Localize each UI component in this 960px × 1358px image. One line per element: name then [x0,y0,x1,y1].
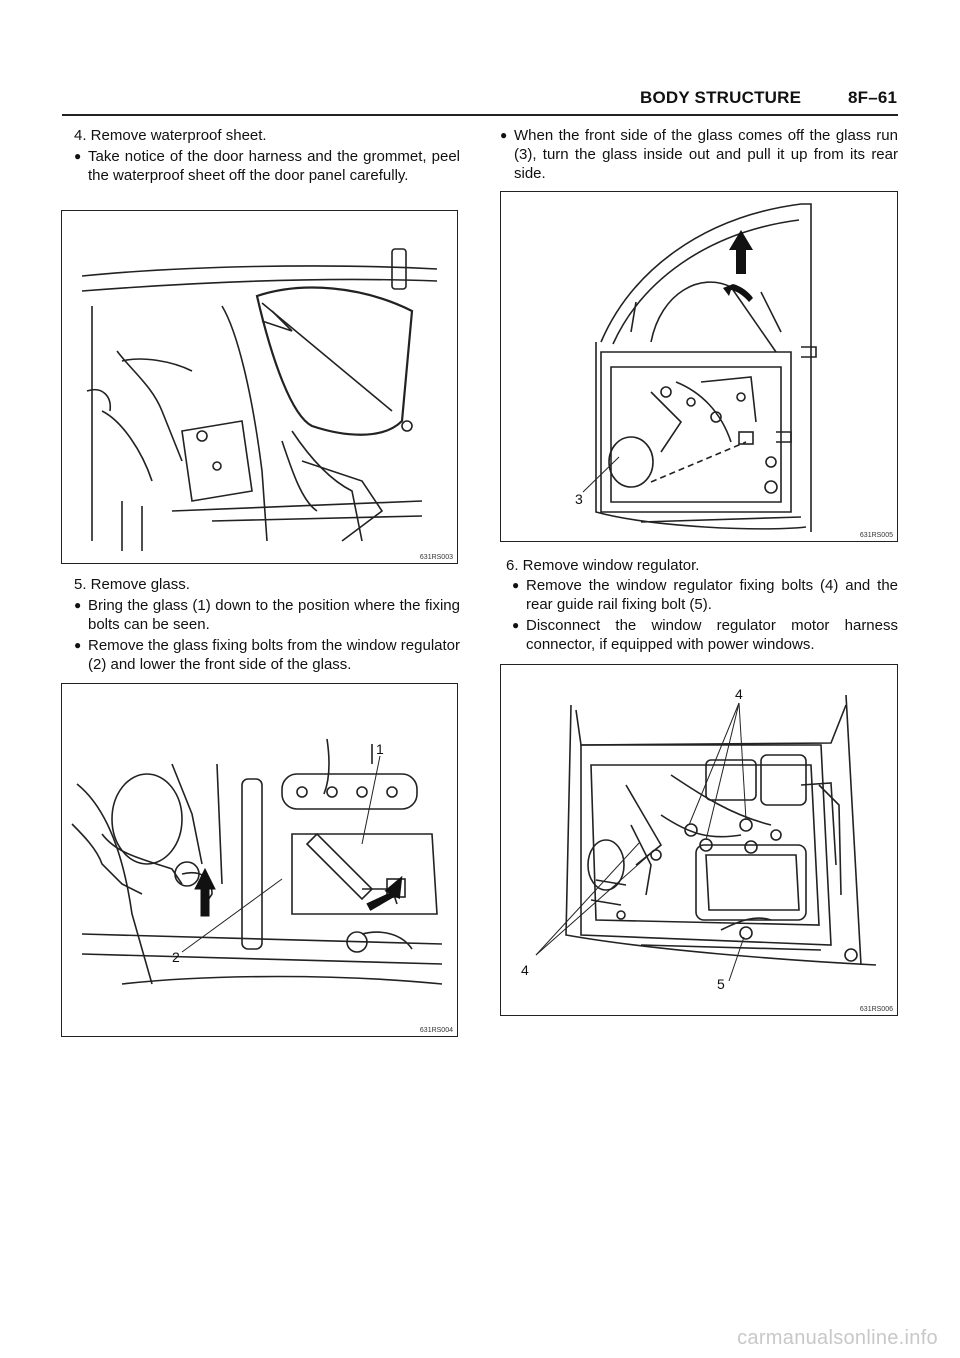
figure-id: 631RS006 [859,1006,893,1013]
bullet-icon: ● [500,128,508,142]
callout-1: 1 [376,741,384,757]
step-5-bullet-3: ● When the front side of the glass comes… [500,127,898,182]
step-5-bullet-1: ● Bring the glass (1) down to the positi… [74,597,460,633]
step-5-heading: 5. Remove glass. [74,576,190,593]
page-number: 8F–61 [848,88,898,107]
figure-id: 631RS004 [419,1027,453,1034]
callout-4-top: 4 [735,686,743,702]
glass-run-illustration: 3 [575,203,817,532]
callout-4-bottom: 4 [521,962,529,978]
step-6-bullet-2: ● Disconnect the window regulator motor … [512,617,898,653]
figure-waterproof-sheet: 631RS003 [61,210,458,564]
callout-2: 2 [172,949,180,965]
step-4-bullet-1: ● Take notice of the door harness and th… [74,148,460,184]
step-5-bullet-2: ● Remove the glass fixing bolts from the… [74,637,460,673]
figure-remove-glass: 1 2 631RS004 [61,683,458,1037]
remove-glass-illustration: 1 2 [71,738,443,985]
step-6-bullet-1: ● Remove the window regulator fixing bol… [512,577,898,613]
step-4-heading: 4. Remove waterproof sheet. [74,127,267,144]
section-title: BODY STRUCTURE [640,88,802,107]
step-6-heading: 6. Remove window regulator. [506,557,700,574]
bullet-icon: ● [74,149,82,163]
callout-5: 5 [717,976,725,992]
figure-window-regulator: 4 4 5 631RS006 [500,664,898,1016]
callout-3: 3 [575,491,583,507]
figure-glass-run: 3 631RS005 [500,191,898,542]
header-rule [62,114,898,116]
bullet-icon: ● [512,618,520,632]
bullet-icon: ● [512,578,520,592]
bullet-icon: ● [74,598,82,612]
waterproof-sheet-illustration [81,248,438,551]
window-regulator-illustration: 4 4 5 [521,686,877,992]
bullet-icon: ● [74,638,82,652]
watermark: carmanualsonline.info [737,1327,938,1349]
figure-id: 631RS003 [419,554,453,561]
figure-id: 631RS005 [859,532,893,539]
